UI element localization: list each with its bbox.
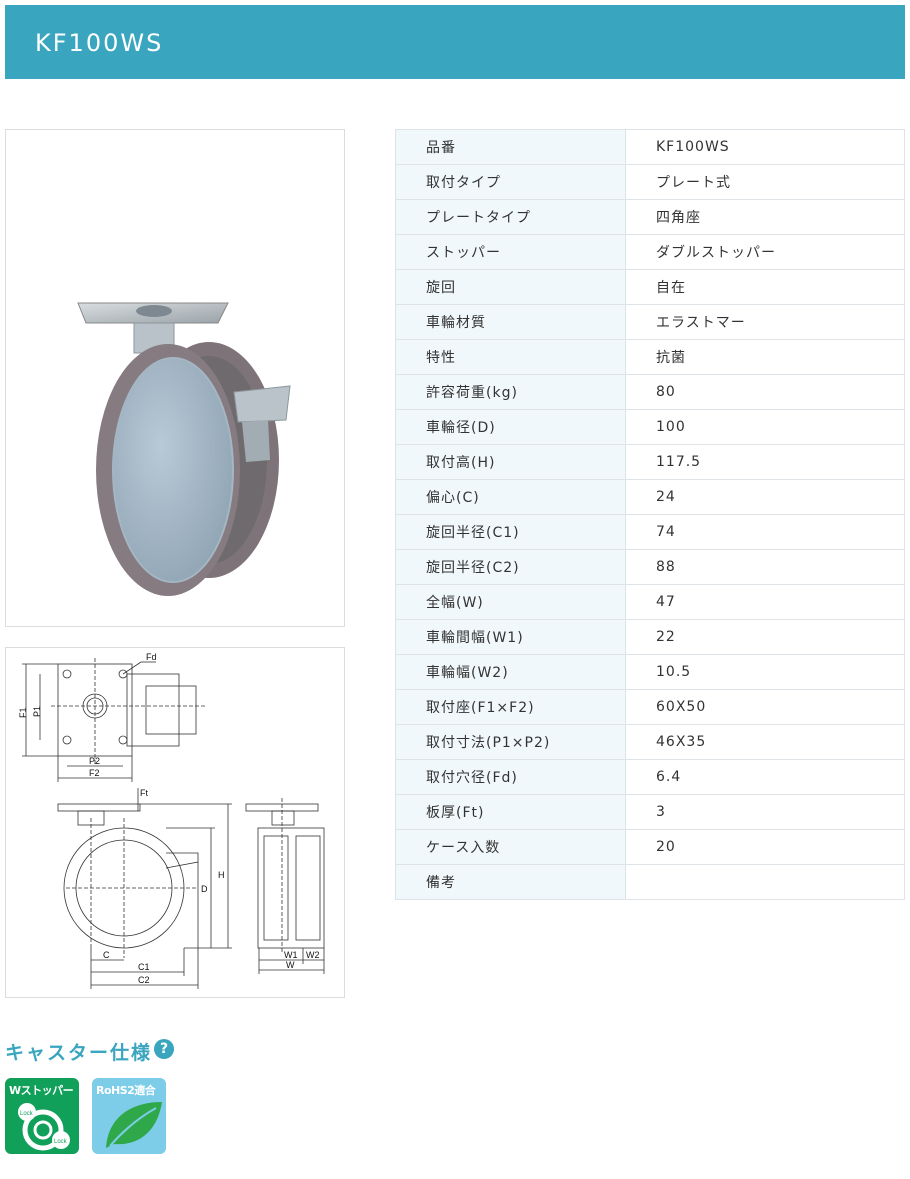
spec-key: 許容荷重(kg) — [395, 374, 626, 410]
spec-row: プレートタイプ四角座 — [395, 199, 905, 235]
spec-key: ストッパー — [395, 234, 626, 270]
caster-spec-heading: キャスター仕様 — [5, 1042, 153, 1064]
spec-value: 四角座 — [625, 199, 905, 235]
rohs2-label: RoHS2適合 — [96, 1084, 156, 1097]
spec-value: 20 — [625, 829, 905, 865]
spec-value: 80 — [625, 374, 905, 410]
label-d: D — [201, 884, 208, 894]
label-p1: P1 — [32, 706, 42, 717]
spec-key: 取付高(H) — [395, 444, 626, 480]
spec-key: 車輪間幅(W1) — [395, 619, 626, 655]
spec-value: 74 — [625, 514, 905, 550]
spec-value: ダブルストッパー — [625, 234, 905, 270]
lock-label-2: Lock — [54, 1139, 68, 1145]
spec-value: 100 — [625, 409, 905, 445]
label-fd: Fd — [146, 652, 157, 662]
spec-value — [625, 864, 905, 900]
product-photo — [5, 129, 345, 627]
spec-row: ストッパーダブルストッパー — [395, 234, 905, 270]
spec-row: 旋回自在 — [395, 269, 905, 305]
spec-key: プレートタイプ — [395, 199, 626, 235]
spec-key: 車輪幅(W2) — [395, 654, 626, 690]
spec-value: プレート式 — [625, 164, 905, 200]
spec-row: 備考 — [395, 864, 905, 900]
spec-key: 取付タイプ — [395, 164, 626, 200]
spec-key: ケース入数 — [395, 829, 626, 865]
spec-key: 取付座(F1×F2) — [395, 689, 626, 725]
spec-key: 品番 — [395, 129, 626, 165]
double-stopper-badge: Lock Lock Wストッパー — [5, 1078, 79, 1154]
spec-row: 取付座(F1×F2)60X50 — [395, 689, 905, 725]
spec-key: 車輪材質 — [395, 304, 626, 340]
spec-key: 板厚(Ft) — [395, 794, 626, 830]
spec-row: 特性抗菌 — [395, 339, 905, 375]
spec-value: 88 — [625, 549, 905, 585]
spec-key: 取付穴径(Fd) — [395, 759, 626, 795]
spec-row: 全幅(W)47 — [395, 584, 905, 620]
double-stopper-label: Wストッパー — [9, 1084, 74, 1097]
label-h: H — [218, 870, 225, 880]
dimension-drawing-svg: Fd F1 P1 P2 F2 Ft D H C C1 C2 W1 W2 W — [18, 652, 325, 989]
spec-value: 抗菌 — [625, 339, 905, 375]
label-w2: W2 — [306, 950, 320, 960]
spec-row: 旋回半径(C1)74 — [395, 514, 905, 550]
label-w1: W1 — [284, 950, 298, 960]
spec-key: 取付寸法(P1×P2) — [395, 724, 626, 760]
spec-row: 車輪幅(W2)10.5 — [395, 654, 905, 690]
label-w: W — [286, 960, 295, 970]
spec-key: 車輪径(D) — [395, 409, 626, 445]
spec-row: 取付タイププレート式 — [395, 164, 905, 200]
spec-value: 24 — [625, 479, 905, 515]
lock-icon: Lock Lock — [18, 1103, 70, 1151]
spec-key: 旋回 — [395, 269, 626, 305]
spec-row: 車輪径(D)100 — [395, 409, 905, 445]
spec-value: 46X35 — [625, 724, 905, 760]
caster-illustration — [77, 302, 291, 596]
spec-row: 車輪材質エラストマー — [395, 304, 905, 340]
spec-key: 旋回半径(C1) — [395, 514, 626, 550]
page-header: KF100WS — [5, 5, 905, 79]
spec-value: 10.5 — [625, 654, 905, 690]
label-f2: F2 — [89, 768, 100, 778]
lock-label-1: Lock — [20, 1111, 34, 1117]
label-c: C — [103, 950, 110, 960]
spec-row: 取付高(H)117.5 — [395, 444, 905, 480]
label-ft: Ft — [140, 788, 148, 798]
spec-value: 60X50 — [625, 689, 905, 725]
help-icon[interactable]: ? — [154, 1039, 174, 1059]
spec-key: 備考 — [395, 864, 626, 900]
spec-value: 自在 — [625, 269, 905, 305]
label-c1: C1 — [138, 962, 150, 972]
spec-row: 板厚(Ft)3 — [395, 794, 905, 830]
label-p2: P2 — [89, 756, 100, 766]
spec-key: 特性 — [395, 339, 626, 375]
spec-value: 47 — [625, 584, 905, 620]
spec-value: 117.5 — [625, 444, 905, 480]
label-f1: F1 — [18, 707, 28, 718]
spec-value: エラストマー — [625, 304, 905, 340]
spec-key: 偏心(C) — [395, 479, 626, 515]
leaf-icon — [106, 1102, 162, 1148]
rohs2-badge: RoHS2適合 — [92, 1078, 166, 1154]
dimension-drawing: Fd F1 P1 P2 F2 Ft D H C C1 C2 W1 W2 W — [5, 647, 345, 998]
spec-row: 取付寸法(P1×P2)46X35 — [395, 724, 905, 760]
spec-row: 取付穴径(Fd)6.4 — [395, 759, 905, 795]
spec-row: 偏心(C)24 — [395, 479, 905, 515]
spec-value: KF100WS — [625, 129, 905, 165]
spec-key: 旋回半径(C2) — [395, 549, 626, 585]
spec-value: 22 — [625, 619, 905, 655]
spec-value: 6.4 — [625, 759, 905, 795]
page-title: KF100WS — [35, 29, 164, 57]
spec-value: 3 — [625, 794, 905, 830]
label-c2: C2 — [138, 975, 150, 985]
spec-key: 全幅(W) — [395, 584, 626, 620]
spec-row: 車輪間幅(W1)22 — [395, 619, 905, 655]
spec-row: 許容荷重(kg)80 — [395, 374, 905, 410]
spec-row: 旋回半径(C2)88 — [395, 549, 905, 585]
